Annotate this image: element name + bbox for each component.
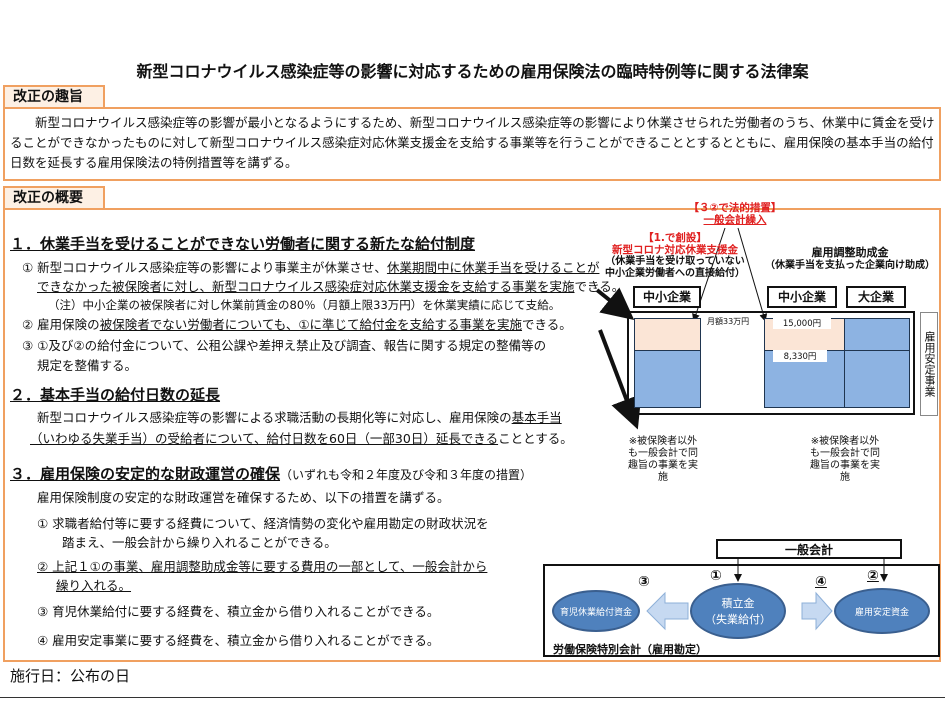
new-desc2: 中小企業労働者への直接給付） bbox=[605, 268, 745, 279]
special-account-label: 労働保険特別会計（雇用勘定） bbox=[553, 643, 707, 656]
sme2-label: 中小企業 bbox=[767, 286, 837, 308]
s1-item1-underline: 休業期間中に休業手当を受けることが bbox=[386, 260, 600, 275]
large-label: 大企業 bbox=[846, 286, 906, 308]
bar-large-bottom bbox=[844, 350, 910, 408]
s3-intro: 雇用保険制度の安定的な財政運営を確保するため、以下の措置を講ずる。 bbox=[37, 490, 450, 505]
created-label: 【1.で創設】 bbox=[643, 232, 707, 244]
section3-heading: ３．雇用保険の安定的な財政運営の確保 bbox=[10, 465, 281, 483]
s1-item1-cont: できなかった被保険者に対し、新型コロナウイルス感染症対応休業支援金を支給する事業… bbox=[37, 279, 575, 294]
s3-item4: ④ 雇用安定事業に要する経費を、積立金から借り入れることができる。 bbox=[37, 633, 440, 648]
s3-item1-cont: 踏まえ、一般会計から繰り入れることができる。 bbox=[62, 535, 337, 550]
divider bbox=[0, 697, 945, 698]
reserve-fund: 積立金 （失業給付） bbox=[690, 583, 786, 639]
subsidy-label: 雇用調整助成金 bbox=[811, 246, 889, 259]
reserve-label: 積立金 bbox=[721, 597, 755, 610]
arrow-1 bbox=[595, 287, 635, 321]
s1-item2-underline: 被保険者でない労働者についても、①に準じて給付金を支給する事業を実施 bbox=[99, 317, 523, 332]
subsidy-desc: （休業手当を支払った企業向け助成） bbox=[765, 260, 935, 271]
effective-date: 施行日：公布の日 bbox=[10, 667, 131, 685]
s1-item2: ② 雇用保険の bbox=[22, 317, 100, 332]
side-label: 雇用安定事業 bbox=[920, 312, 938, 416]
new-desc1: （休業手当を受け取っていない bbox=[605, 256, 745, 267]
s2-line1: 新型コロナウイルス感染症等の影響による求職活動の長期化等に対応し、雇用保険の bbox=[37, 410, 512, 425]
num-1: ① bbox=[710, 568, 722, 584]
s1-item3: ③ ①及び②の給付金について、公租公課や差押え禁止及び調査、報告に関する規定の整… bbox=[22, 338, 547, 353]
childcare-fund: 育児休業給付資金 bbox=[552, 590, 640, 632]
s1-item2-end: できる。 bbox=[522, 317, 572, 332]
bar-new-bottom bbox=[634, 350, 701, 408]
s3-item1: ① 求職者給付等に要する経費について、経済情勢の変化や雇用勘定の財政状況を bbox=[37, 516, 489, 531]
s1-item3-cont: 規定を整備する。 bbox=[37, 358, 138, 373]
note-right: ※被保険者以外も一般会計で同趣旨の事業を実施 bbox=[810, 436, 880, 483]
transfer-label: 一般会計繰入 bbox=[703, 214, 767, 226]
amount-8330: 8,330円 bbox=[773, 350, 827, 362]
amount-15000: 15,000円 bbox=[773, 317, 831, 329]
section1-heading: １．休業手当を受けることができない労働者に関する新たな給付制度 bbox=[10, 235, 476, 253]
reserve-sub: （失業給付） bbox=[705, 613, 771, 626]
left-arrow-icon bbox=[646, 591, 689, 631]
s3-item2-cont: 繰り入れる。 bbox=[56, 578, 132, 593]
stability-fund: 雇用安定資金 bbox=[834, 588, 930, 634]
bar-new-top bbox=[634, 318, 701, 351]
cap-label: 月額33万円 bbox=[707, 317, 750, 326]
s1-item1: ① 新型コロナウイルス感染症等の影響により事業主が休業させ、 bbox=[22, 260, 387, 275]
page-title: 新型コロナウイルス感染症等の影響に対応するための雇用保険法の臨時特例等に関する法… bbox=[136, 62, 809, 81]
arrow-2 bbox=[598, 329, 642, 430]
s2-line1-underline: 基本手当 bbox=[511, 410, 562, 425]
s3-item2: ② 上記１①の事業、雇用調整助成金等に要する費用の一部として、一般会計から bbox=[37, 559, 488, 574]
section2-heading: ２．基本手当の給付日数の延長 bbox=[10, 386, 221, 404]
right-arrow-icon bbox=[801, 591, 833, 631]
bar-large-top bbox=[844, 318, 910, 351]
num-4: ④ bbox=[815, 574, 827, 590]
general-account-box: 一般会計 bbox=[716, 539, 902, 559]
note-left: ※被保険者以外も一般会計で同趣旨の事業を実施 bbox=[628, 436, 698, 483]
sme-label: 中小企業 bbox=[633, 286, 701, 308]
arrow-4 bbox=[737, 227, 768, 322]
law-label: 【３②で法的措置】 bbox=[688, 202, 782, 214]
s2-line2: （いわゆる失業手当）の受給者について、給付日数を60日（一部30日）延長できる bbox=[30, 431, 499, 446]
purpose-text: 新型コロナウイルス感染症等の影響が最小となるようにするため、新型コロナウイルス感… bbox=[10, 115, 935, 170]
s2-line2-end: こととする。 bbox=[498, 431, 573, 446]
new-benefit-label: 新型コロナ対応休業支援金 bbox=[612, 244, 738, 256]
s1-note: （注）中小企業の被保険者に対し休業前賃金の80％（月額上限33万円）を休業実績に… bbox=[48, 298, 561, 312]
num-2: ② bbox=[867, 568, 879, 584]
num-3: ③ bbox=[638, 574, 650, 590]
section3-sub: （いずれも令和２年度及び令和３年度の措置） bbox=[280, 468, 533, 482]
s3-item3: ③ 育児休業給付に要する経費を、積立金から借り入れることができる。 bbox=[37, 604, 440, 619]
